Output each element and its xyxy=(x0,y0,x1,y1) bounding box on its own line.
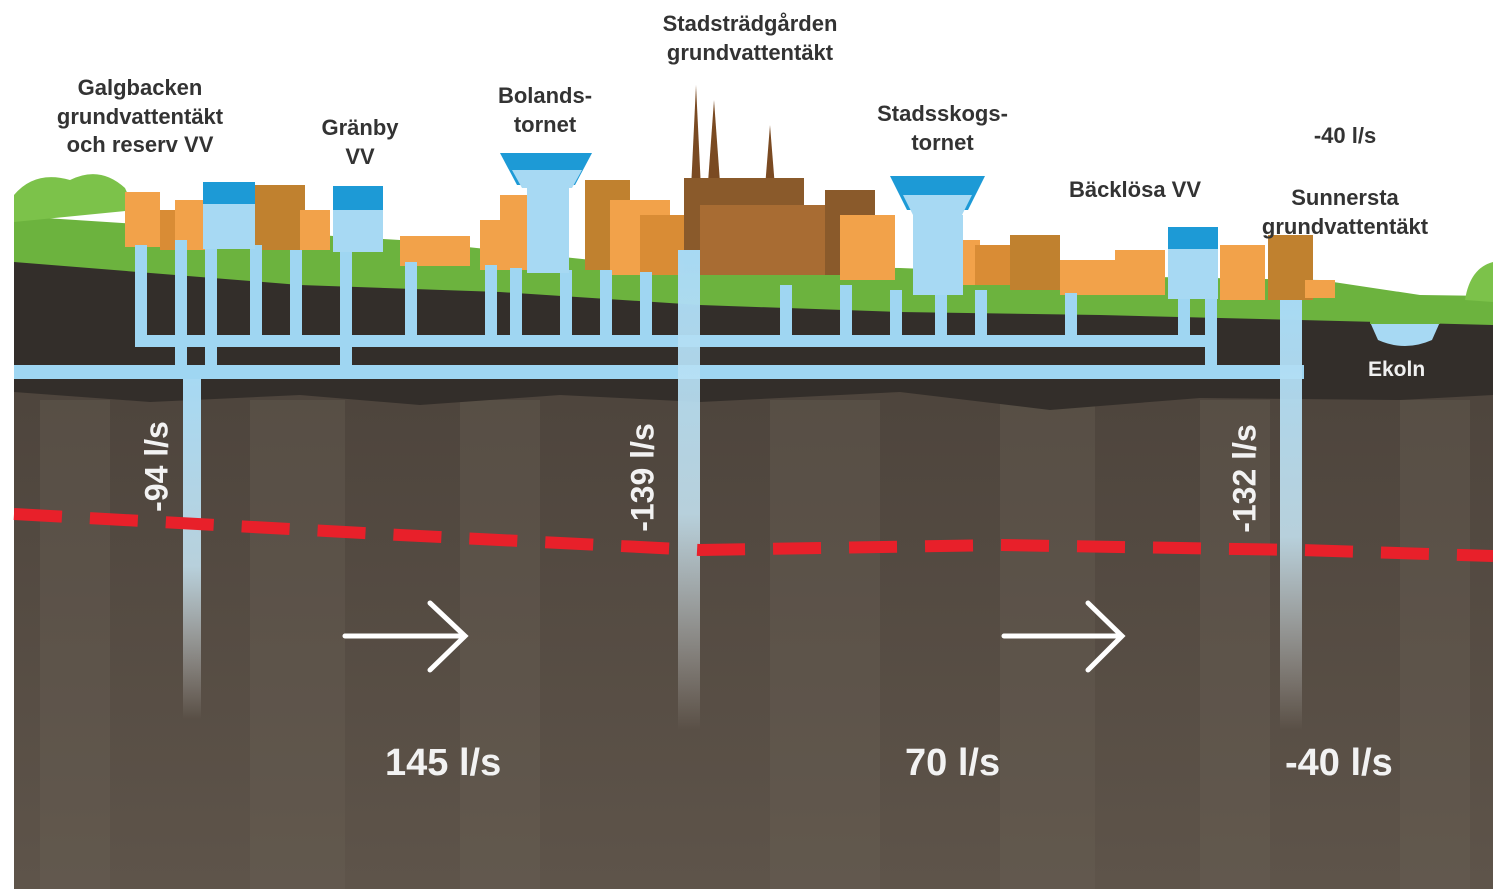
well-flow-galgbacken: -94 l/s xyxy=(138,421,175,512)
groundwater-level-line xyxy=(13,508,1493,562)
label-backlosa: Bäcklösa VV xyxy=(1068,177,1202,202)
label-galgbacken: Galgbacken grundvattentäkt och reserv VV xyxy=(56,75,224,158)
well-flow-sunnersta: -132 l/s xyxy=(1226,424,1263,533)
label-granby: Gränby VV xyxy=(321,115,399,169)
label-stadsskogstornet: Stadsskogs- tornet xyxy=(877,101,1008,155)
water-tower-bolandstornet xyxy=(500,153,592,273)
label-bolandstornet: Bolands- tornet xyxy=(497,83,593,137)
flow-west: 145 l/s xyxy=(385,742,502,784)
water-tank-granby xyxy=(333,186,383,252)
well-flow-stadstradgarden: -139 l/s xyxy=(624,423,661,532)
left-bush xyxy=(14,174,135,222)
water-tank-galgbacken xyxy=(203,182,255,249)
flow-east: -40 l/s xyxy=(1285,742,1393,784)
well-stadstradgarden xyxy=(678,250,700,730)
label-stadstradgarden: Stadsträdgården grundvattentäkt xyxy=(662,11,838,65)
main-pipe xyxy=(14,365,1304,379)
well-sunnersta xyxy=(1280,300,1302,730)
right-bush xyxy=(1465,262,1493,302)
pipes xyxy=(14,240,1304,379)
label-sunnersta-flow: -40 l/s xyxy=(1313,123,1377,148)
flow-arrow-west xyxy=(342,600,469,673)
ekoln-lake xyxy=(1370,322,1440,346)
flow-arrow-east xyxy=(1001,600,1126,673)
label-sunnersta: Sunnersta grundvattentäkt xyxy=(1261,185,1429,239)
water-tower-stadsskogstornet xyxy=(890,176,985,295)
label-ekoln: Ekoln xyxy=(1368,358,1426,381)
water-tank-backlosa xyxy=(1168,227,1218,299)
soil-stripes xyxy=(40,400,1470,889)
well-galgbacken xyxy=(183,379,201,719)
flow-middle: 70 l/s xyxy=(905,742,1001,784)
deep-soil xyxy=(14,370,1493,889)
